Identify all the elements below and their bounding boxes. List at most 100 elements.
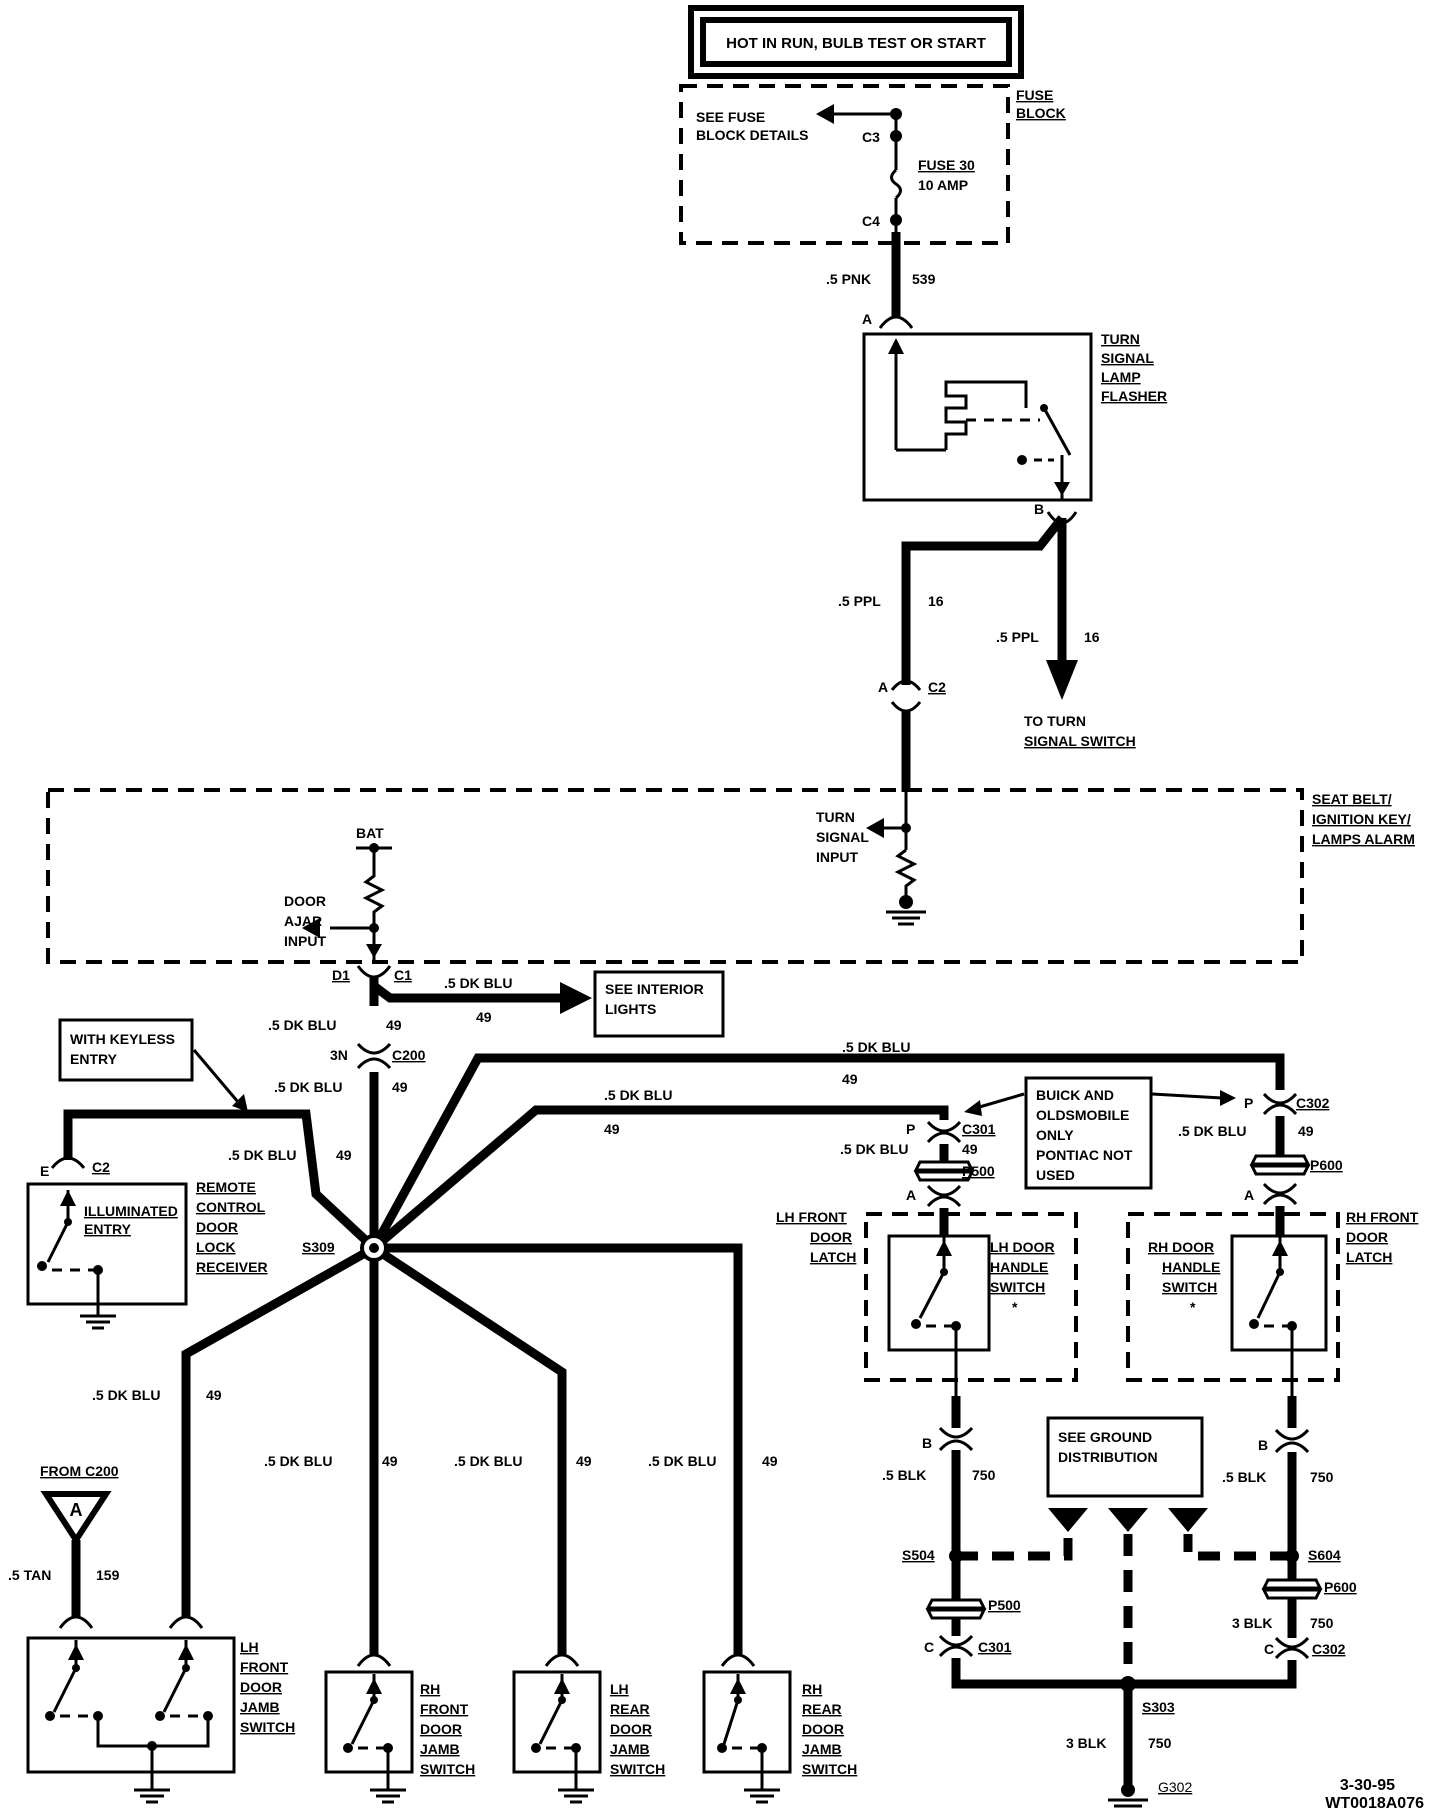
door-ajar-1: DOOR [284, 893, 326, 909]
branch-rhr-circuit: 49 [762, 1453, 778, 1469]
arrow-left-icon [816, 104, 834, 124]
flasher: TURN SIGNAL LAMP FLASHER [862, 331, 1167, 502]
flasher-title-1: TURN [1101, 331, 1140, 347]
rh-switch-3: SWITCH [1162, 1279, 1217, 1295]
arrow-right-icon [560, 982, 592, 1014]
receiver-circuit: 49 [336, 1147, 352, 1163]
buick-4: PONTIAC NOT [1036, 1147, 1133, 1163]
buick-3: ONLY [1036, 1127, 1074, 1143]
lh-latch-title-3: LATCH [810, 1249, 856, 1265]
lhfj-4: JAMB [240, 1699, 280, 1715]
branch-lhf-gauge: .5 DK BLU [92, 1387, 160, 1403]
buick-2: OLDSMOBILE [1036, 1107, 1129, 1123]
rhrj-1: RH [802, 1681, 822, 1697]
interior-gauge: .5 DK BLU [444, 975, 512, 991]
alarm-title-1: SEAT BELT/ [1312, 791, 1392, 807]
from-c200-letter: A [70, 1500, 83, 1520]
rh-ground-circuit: 750 [1310, 1469, 1334, 1485]
c302-conn: C302 [1312, 1641, 1346, 1657]
rhfj-1: RH [420, 1681, 440, 1697]
arrow-down-icon [1046, 660, 1078, 700]
alarm-module: SEAT BELT/ IGNITION KEY/ LAMPS ALARM TUR… [46, 788, 1415, 964]
alarm-title-2: IGNITION KEY/ [1312, 811, 1411, 827]
rh-latch-title-1: RH FRONT [1346, 1209, 1419, 1225]
lhfj-5: SWITCH [240, 1719, 295, 1735]
fuse-rating: 10 AMP [918, 177, 968, 193]
top-run-circuit: 49 [842, 1071, 858, 1087]
keyless-2: ENTRY [70, 1051, 118, 1067]
c1-label: C1 [394, 967, 412, 983]
door-lock-receiver: ILLUMINATED ENTRY [26, 1182, 188, 1330]
ground-p600: P600 [1324, 1579, 1357, 1595]
ground-rh-gauge: 3 BLK [1232, 1615, 1272, 1631]
rh-circuit: 49 [1298, 1123, 1314, 1139]
branch-rhr-gauge: .5 DK BLU [648, 1453, 716, 1469]
s504-label: S504 [902, 1547, 935, 1563]
connector-icon [356, 965, 392, 979]
rhfj-2: FRONT [420, 1701, 469, 1717]
wire-16-left-circuit: 16 [928, 593, 944, 609]
rhrj-4: JAMB [802, 1741, 842, 1757]
interior-circuit: 49 [476, 1009, 492, 1025]
rhfj-3: DOOR [420, 1721, 462, 1737]
rh-door-handle-switch [1230, 1234, 1328, 1352]
wire-539-gauge: .5 PNK [826, 271, 871, 287]
c301-conn: C301 [978, 1639, 1012, 1655]
branch-lhr-gauge: .5 DK BLU [454, 1453, 522, 1469]
see-fuse-2: BLOCK DETAILS [696, 127, 809, 143]
rh-pin-p: P [1244, 1095, 1253, 1111]
c2-top-conn: C2 [928, 679, 946, 695]
lhrj-2: REAR [610, 1701, 650, 1717]
turn-input-2: SIGNAL [816, 829, 869, 845]
flasher-title-4: FLASHER [1101, 388, 1167, 404]
main-circuit-2: 49 [392, 1079, 408, 1095]
lh-p500: P500 [962, 1163, 995, 1179]
rh-ground-gauge: .5 BLK [1222, 1469, 1266, 1485]
footer-date: 3-30-95 [1340, 1777, 1395, 1794]
arrow-left-icon [866, 818, 884, 838]
top-run-gauge: .5 DK BLU [842, 1039, 910, 1055]
see-ground-box [1046, 1416, 1204, 1498]
main-gauge-1: .5 DK BLU [268, 1017, 336, 1033]
branch-rhf-circuit: 49 [382, 1453, 398, 1469]
flasher-pin-b: B [1034, 501, 1044, 517]
receiver-conn: C2 [92, 1159, 110, 1175]
lh-latch-frame [864, 1212, 1078, 1382]
lhrj-1: LH [610, 1681, 629, 1697]
c301-pin: C [924, 1639, 934, 1655]
rhfj-4: JAMB [420, 1741, 460, 1757]
lh-rear-jamb-switch [512, 1670, 602, 1790]
interior-box-1: SEE INTERIOR [605, 981, 704, 997]
arrow-icon [232, 1094, 248, 1112]
from-c200-circuit: 159 [96, 1567, 120, 1583]
from-c200-label: FROM C200 [40, 1463, 119, 1479]
c200-pin: 3N [330, 1047, 348, 1063]
rhrj-3: DOOR [802, 1721, 844, 1737]
interior-box-2: LIGHTS [605, 1001, 656, 1017]
wire-16-right-circuit: 16 [1084, 629, 1100, 645]
from-c200-gauge: .5 TAN [8, 1567, 51, 1583]
lh-switch-1: LH DOOR [990, 1239, 1055, 1255]
rh-front-jamb-switch [324, 1670, 414, 1790]
bat-label: BAT [356, 825, 384, 841]
rh-latch-frame [1126, 1212, 1340, 1382]
lh-ground-circuit: 750 [972, 1467, 996, 1483]
c200-conn: C200 [392, 1047, 426, 1063]
mid-run-gauge: .5 DK BLU [604, 1087, 672, 1103]
lh-pin-b: B [922, 1435, 932, 1451]
lhrj-5: SWITCH [610, 1761, 665, 1777]
flasher-title-2: SIGNAL [1101, 350, 1154, 366]
lh-circuit: 49 [962, 1141, 978, 1157]
keyless-1: WITH KEYLESS [70, 1031, 175, 1047]
ground-p500: P500 [988, 1597, 1021, 1613]
lh-latch-title-2: DOOR [810, 1229, 852, 1245]
lh-switch-3: SWITCH [990, 1279, 1045, 1295]
receiver-title-1: REMOTE [196, 1179, 256, 1195]
resistor-icon [894, 848, 918, 898]
lh-star: * [1012, 1299, 1018, 1315]
receiver-pin: E [40, 1163, 49, 1179]
rh-pin-b: B [1258, 1437, 1268, 1453]
ground-bottom-gauge: 3 BLK [1066, 1735, 1106, 1751]
fuse-c3: C3 [862, 129, 880, 145]
